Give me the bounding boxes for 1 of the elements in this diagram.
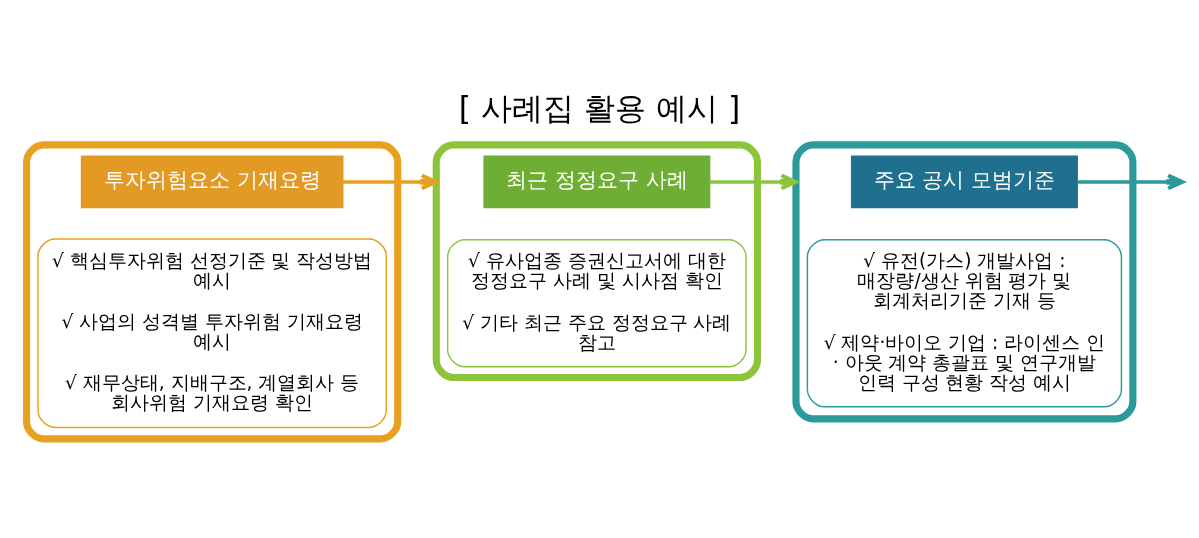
diagram-title: [ 사례집 활용 예시 ] xyxy=(458,89,741,126)
